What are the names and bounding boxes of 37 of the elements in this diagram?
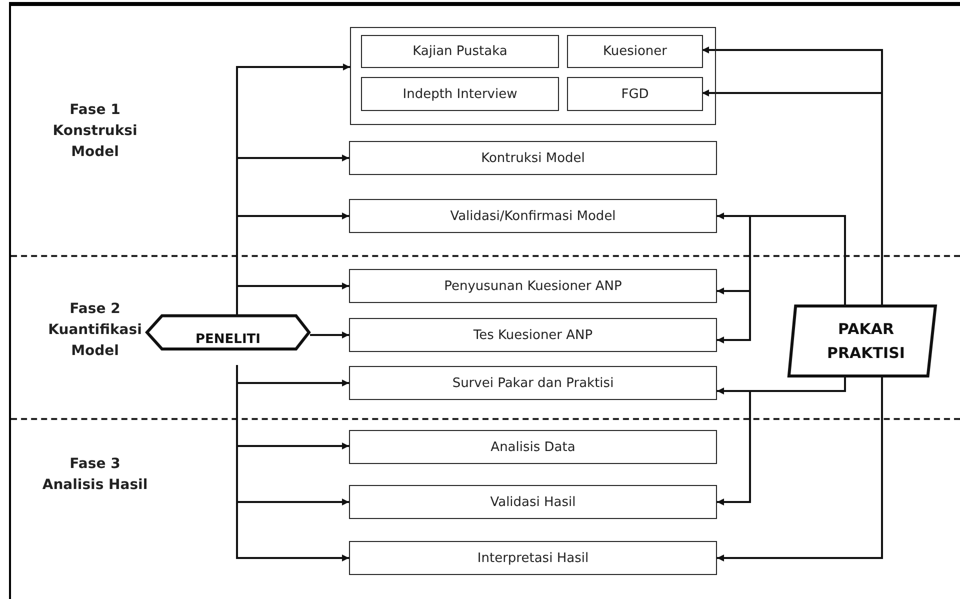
- process-box: [349, 366, 717, 400]
- arrow: [702, 90, 883, 305]
- process-box: [361, 35, 559, 68]
- node-label: Tes Kuesioner ANP: [473, 328, 593, 342]
- node-label: Validasi/Konfirmasi Model: [450, 208, 616, 224]
- node-label: Penyusunan Kuesioner ANP: [444, 278, 622, 294]
- phase-label: Fase 3 Analisis Hasil: [41, 455, 149, 495]
- process-box: [349, 199, 717, 233]
- node-label: Interpretasi Hasil: [477, 550, 589, 566]
- node-label: PAKAR PRAKTISI: [826, 319, 906, 364]
- node-label: Indepth Interview: [402, 86, 518, 102]
- arrow: [310, 332, 349, 338]
- process-box: [349, 541, 717, 575]
- process-box: [349, 269, 717, 303]
- arrow: [717, 215, 846, 344]
- arrow: [236, 365, 349, 562]
- process-box: [349, 430, 717, 464]
- node-label: Analisis Data: [490, 440, 576, 454]
- node-label: Kuesioner: [602, 44, 668, 59]
- phase-label: Fase 1 Konstruksi Model: [52, 101, 138, 162]
- node-label: FGD: [621, 86, 649, 102]
- node-label: Kontruksi Model: [481, 150, 585, 166]
- process-box: [567, 77, 703, 111]
- arrow: [717, 377, 883, 562]
- process-box: [349, 485, 717, 519]
- process-box: [349, 141, 717, 175]
- node-label: PENELITI: [196, 331, 260, 349]
- process-box: [361, 77, 559, 111]
- group-box: [350, 27, 716, 125]
- process-box: [349, 318, 717, 352]
- arrow: [236, 282, 349, 315]
- process-box: [567, 35, 703, 68]
- node-label: Validasi Hasil: [490, 494, 576, 510]
- node-label: Survei Pakar dan Praktisi: [452, 376, 614, 390]
- arrow: [717, 377, 846, 506]
- phase-label: Fase 2 Kuantifikasi Model: [47, 300, 143, 361]
- node-label: Kajian Pustaka: [412, 44, 508, 59]
